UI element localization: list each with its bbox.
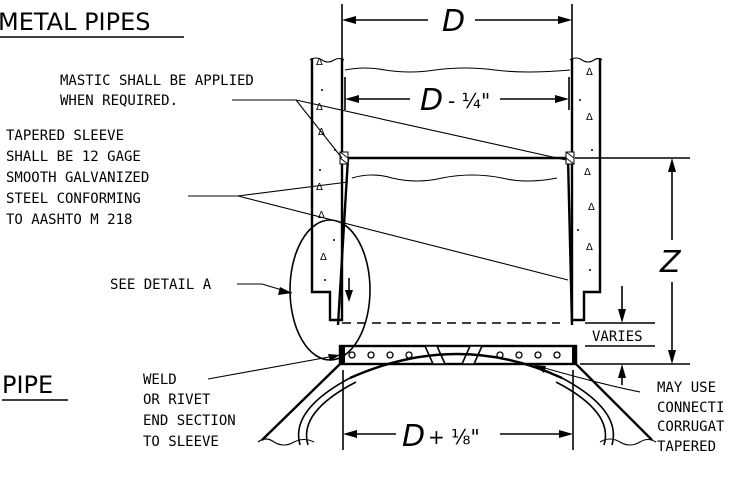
dimension-d-label: D [442, 4, 465, 39]
svg-text:WHEN REQUIRED.: WHEN REQUIRED. [60, 93, 178, 109]
note-see-detail: SEE DETAIL A [110, 277, 212, 293]
left-concrete-wall: Δ Δ Δ Δ Δ Δ [309, 57, 345, 322]
note-weld: WELD OR RIVET END SECTION TO SLEEVE [143, 372, 236, 450]
leader-lines [188, 99, 641, 393]
svg-text:SHALL BE 12 GAGE: SHALL BE 12 GAGE [6, 149, 141, 165]
svg-text:STEEL CONFORMING: STEEL CONFORMING [6, 191, 141, 207]
dimension-d-plus-label: D [402, 419, 425, 454]
svg-text:TO SLEEVE: TO SLEEVE [143, 434, 219, 450]
title-pipe-text: PIPE [2, 371, 53, 399]
svg-text:Δ: Δ [586, 67, 593, 78]
dimension-d-minus: D - ¼" [344, 77, 570, 118]
svg-text:TAPERED: TAPERED [657, 439, 716, 455]
dimension-z-label: Z [659, 245, 682, 280]
svg-text:Δ: Δ [316, 102, 323, 113]
svg-text:SEE DETAIL A: SEE DETAIL A [110, 277, 212, 293]
svg-text:CORRUGAT: CORRUGAT [657, 419, 725, 435]
right-concrete-wall: Δ Δ Δ Δ Δ [569, 57, 603, 322]
svg-text:Δ: Δ [316, 57, 323, 68]
svg-text:OR RIVET: OR RIVET [143, 392, 211, 408]
title-pipe: PIPE [2, 371, 68, 401]
svg-text:TO AASHTO M 218: TO AASHTO M 218 [6, 212, 132, 228]
dimension-d-minus-fraction: - ¼" [448, 89, 490, 113]
svg-text:Δ: Δ [586, 112, 593, 123]
title-metal-pipes-text: METAL PIPES [0, 8, 151, 36]
title-metal-pipes: METAL PIPES [0, 8, 184, 38]
note-may-use: MAY USE CONNECTI CORRUGAT TAPERED [657, 380, 725, 455]
svg-text:Δ: Δ [318, 210, 325, 221]
tapered-sleeve [336, 151, 575, 326]
svg-text:TAPERED SLEEVE: TAPERED SLEEVE [6, 128, 124, 144]
detail-a-circle [289, 219, 371, 361]
svg-text:MASTIC SHALL BE APPLIED: MASTIC SHALL BE APPLIED [60, 73, 254, 89]
svg-text:CONNECTI: CONNECTI [657, 400, 724, 416]
svg-text:Δ: Δ [584, 167, 591, 178]
dimension-varies-label: VARIES [592, 329, 643, 345]
svg-text:END SECTION: END SECTION [143, 413, 236, 429]
svg-text:Δ: Δ [320, 252, 327, 263]
svg-text:MAY USE: MAY USE [657, 380, 716, 396]
svg-text:Δ: Δ [588, 202, 595, 213]
note-mastic: MASTIC SHALL BE APPLIED WHEN REQUIRED. [60, 73, 254, 109]
dimension-varies: VARIES [585, 286, 655, 385]
pipe-break-line-middle [351, 174, 558, 182]
svg-text:Δ: Δ [316, 182, 323, 193]
pipe-arch [257, 352, 657, 446]
dimension-d-minus-label: D [420, 83, 443, 118]
dimension-d: D [341, 4, 573, 60]
svg-text:Δ: Δ [586, 242, 593, 253]
pipe-break-line-top [344, 67, 571, 73]
dimension-d-plus: D + ⅛" [342, 370, 574, 454]
dimension-z: Z [575, 157, 690, 365]
note-tapered-sleeve: TAPERED SLEEVE SHALL BE 12 GAGE SMOOTH G… [6, 128, 149, 228]
svg-text:SMOOTH GALVANIZED: SMOOTH GALVANIZED [6, 170, 149, 186]
svg-text:WELD: WELD [143, 372, 177, 388]
dimension-d-plus-fraction: + ⅛" [428, 425, 480, 449]
